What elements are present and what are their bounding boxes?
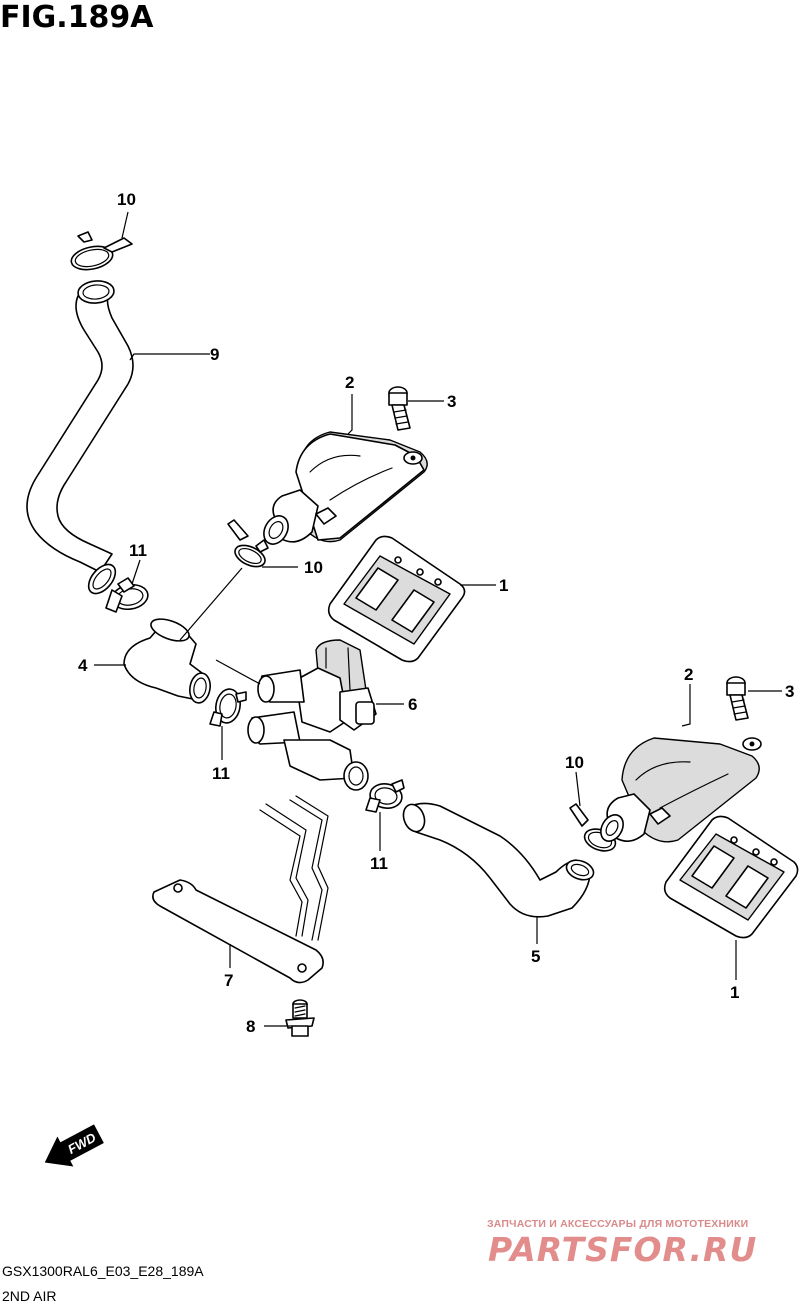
clip-10-top[interactable] [69, 231, 133, 273]
fwd-arrow: FWD [44, 1124, 104, 1167]
diagram-description: 2ND AIR [2, 1288, 57, 1304]
reed-valve-1-upper[interactable] [327, 535, 466, 663]
air-valve-6[interactable] [247, 639, 377, 791]
callout-11-a: 11 [129, 541, 147, 560]
clamp-11-b[interactable] [209, 687, 247, 727]
callout-3-right: 3 [785, 682, 794, 701]
callout-11-b: 11 [212, 764, 230, 783]
callout-10-top: 10 [117, 190, 136, 209]
callout-9: 9 [210, 345, 219, 364]
callout-4: 4 [78, 656, 88, 675]
reed-valve-cover-2-right[interactable] [596, 737, 762, 845]
callout-1-upper: 1 [499, 576, 508, 595]
elbow-hose-4[interactable] [123, 615, 212, 705]
reed-valve-1-right[interactable] [663, 815, 799, 939]
callout-3-upper: 3 [447, 392, 456, 411]
bolt-3-upper[interactable] [388, 386, 411, 431]
callout-1-right: 1 [730, 983, 739, 1002]
callout-11-c: 11 [370, 854, 388, 873]
callout-5: 5 [531, 947, 540, 966]
callout-7: 7 [224, 971, 233, 990]
callout-10-right: 10 [565, 753, 584, 772]
bolt-3-right[interactable] [726, 676, 749, 721]
callout-labels: 10 9 2 3 11 10 1 4 6 11 2 3 10 11 5 7 1 … [78, 190, 794, 1036]
reed-valve-cover-2-upper[interactable] [259, 431, 428, 548]
bracket-7[interactable] [152, 795, 329, 984]
clamp-11-c[interactable] [365, 779, 405, 813]
watermark-tagline: ЗАПЧАСТИ И АКСЕССУАРЫ ДЛЯ МОТОТЕХНИКИ [487, 1218, 749, 1230]
callout-6: 6 [408, 695, 417, 714]
callout-8: 8 [246, 1017, 255, 1036]
figure-title: FIG.189A [0, 0, 154, 35]
clip-10-mid[interactable] [227, 519, 269, 571]
callout-2-right: 2 [684, 665, 693, 684]
diagram-code: GSX1300RAL6_E03_E28_189A [2, 1263, 204, 1279]
hose-5[interactable] [400, 801, 596, 918]
clamp-11-a[interactable] [105, 577, 150, 613]
watermark-brand: PARTSFOR.RU [488, 1230, 758, 1269]
hose-9[interactable] [26, 279, 134, 598]
bolt-8[interactable] [285, 999, 315, 1037]
callout-10-mid: 10 [304, 558, 323, 577]
leader-lines [94, 211, 782, 1027]
callout-2-upper: 2 [345, 373, 354, 392]
